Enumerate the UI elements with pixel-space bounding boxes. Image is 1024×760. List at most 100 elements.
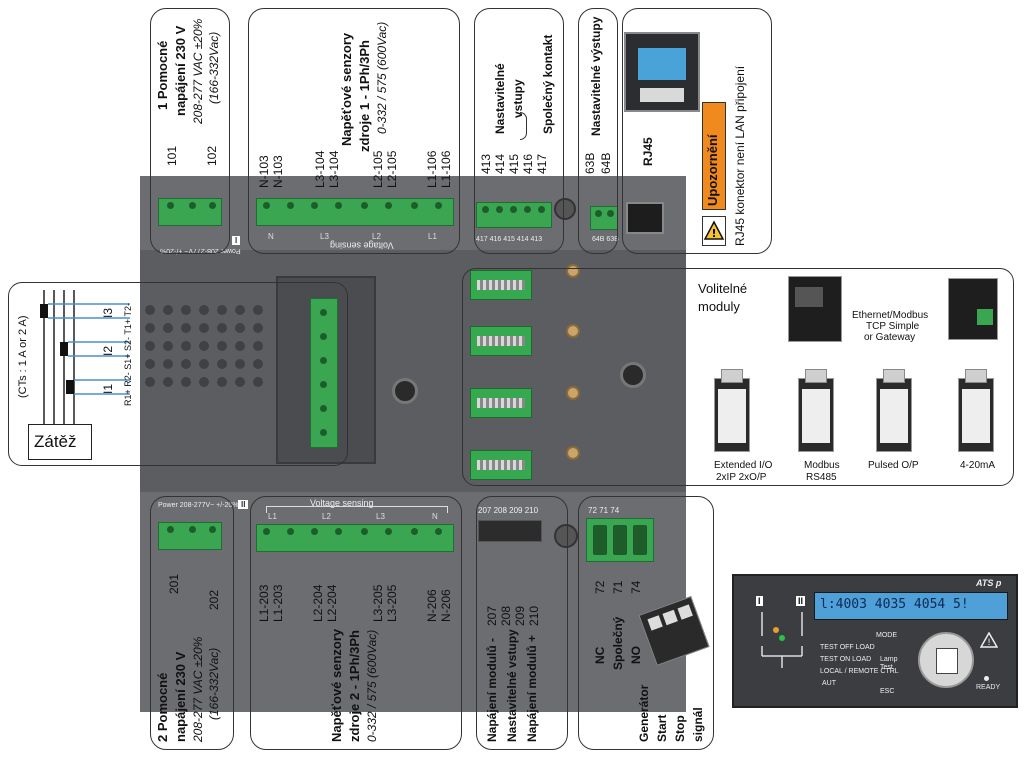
inputs1-label-box bbox=[474, 8, 564, 254]
src2-term-0: L1-203 bbox=[257, 584, 271, 622]
in1-term-414: 414 bbox=[493, 153, 507, 174]
ct-i3-label: I3 bbox=[101, 307, 115, 318]
extended-io-module-image bbox=[714, 369, 750, 452]
gen-term-71: 71 bbox=[611, 580, 625, 594]
in1-common: Společný kontakt bbox=[541, 34, 555, 134]
in1-term-413: 413 bbox=[479, 153, 493, 174]
modules-title-2: moduly bbox=[698, 299, 740, 314]
ats-brand: ATS p bbox=[976, 578, 1002, 588]
pulsed-label: Pulsed O/P bbox=[868, 460, 919, 471]
in1-term-415: 415 bbox=[507, 153, 521, 174]
ethernet-label-1: Ethernet/Modbus bbox=[852, 310, 929, 321]
label-l2-top: L2 bbox=[372, 232, 381, 241]
aux1-label-box bbox=[150, 8, 230, 254]
modules-title-1: Volitelné bbox=[698, 281, 748, 296]
source2-terminal-block bbox=[256, 524, 454, 552]
source2-label-box bbox=[250, 496, 462, 750]
src1-term-0: N-103 bbox=[257, 155, 271, 188]
module-slot-1 bbox=[470, 270, 532, 300]
ats-lcd-text: l:4003 4035 4054 5! bbox=[820, 597, 969, 612]
roman-i-label: I bbox=[232, 236, 241, 246]
source1-title-2: zdroje 1 - 1Ph/3Ph bbox=[357, 40, 372, 152]
source2-range: 0-332 / 575 (600Vac) bbox=[365, 629, 379, 742]
slot-screw-4 bbox=[566, 446, 580, 460]
ats-esc[interactable]: ESC bbox=[880, 688, 895, 695]
aux2-range: 208-277 VAC ±20% bbox=[191, 636, 205, 742]
generator-relay-terminal bbox=[586, 518, 654, 562]
modules-label-box bbox=[462, 268, 1014, 486]
ats-test-off-load[interactable]: TEST OFF LOAD bbox=[820, 644, 875, 651]
ats-aut[interactable]: AUT bbox=[822, 680, 836, 687]
src1-term-6: L1-106 bbox=[425, 150, 439, 188]
ats-local-remote[interactable]: LOCAL / REMOTE CTRL bbox=[820, 668, 899, 675]
mount-knob-left bbox=[392, 378, 418, 404]
rj45-label-box bbox=[622, 8, 772, 254]
modpwr-208: 208 bbox=[499, 605, 513, 626]
label-l3-bottom: L3 bbox=[376, 512, 385, 521]
src1-term-1: N-103 bbox=[271, 155, 285, 188]
in1-bracket bbox=[520, 112, 527, 140]
ats-switch-1: I bbox=[756, 596, 763, 607]
gen-nc-label: NC bbox=[593, 646, 607, 664]
src2-term-2: L2-204 bbox=[311, 584, 325, 622]
aux2-title-2: napájení 230 V bbox=[173, 651, 188, 742]
label-l1-bottom: L1 bbox=[268, 512, 277, 521]
module-slot-4 bbox=[470, 450, 532, 480]
slot-screw-3 bbox=[566, 386, 580, 400]
slot-screw-2 bbox=[566, 324, 580, 338]
ct-wiring-diagram bbox=[40, 290, 130, 426]
modbus-label: Modbus bbox=[804, 460, 840, 471]
src2-term-6: N-206 bbox=[425, 589, 439, 622]
bottom-input-numbers: 207 208 209 210 bbox=[478, 506, 539, 515]
src1-term-5: L2-105 bbox=[385, 150, 399, 188]
src2-term-1: L1-203 bbox=[271, 584, 285, 622]
modbus-label-2: RS485 bbox=[806, 472, 837, 483]
generator-label-box bbox=[578, 496, 714, 750]
svg-text:!: ! bbox=[987, 638, 991, 648]
warning-badge bbox=[702, 102, 726, 210]
modpwr-plus-label: Napájení modulů + bbox=[525, 634, 539, 742]
src2-term-3: L2-204 bbox=[325, 584, 339, 622]
modpwr-209: 209 bbox=[513, 605, 527, 626]
ats-lamp-test[interactable]: Lamp Test bbox=[880, 656, 898, 672]
ethernet-label-2: TCP Simple bbox=[866, 321, 920, 332]
ats-ready-led bbox=[984, 676, 989, 681]
inputs1-terminal-block bbox=[476, 202, 552, 228]
label-n-bottom: N bbox=[432, 512, 438, 521]
slot-screw-1 bbox=[566, 264, 580, 278]
src1-term-2: L3-104 bbox=[313, 150, 327, 188]
pulsed-output-module-image bbox=[876, 369, 912, 452]
modpwr-207: 207 bbox=[485, 605, 499, 626]
gen-label-4: signál bbox=[691, 707, 705, 742]
ats-keypad[interactable] bbox=[918, 632, 974, 688]
warning-label: Upozornění bbox=[705, 134, 720, 207]
aux1-terminal-102: 102 bbox=[205, 145, 219, 166]
aux2-label-box bbox=[150, 496, 234, 750]
rj45-label: RJ45 bbox=[641, 137, 655, 166]
aux1-range: 208-277 VAC ±20% bbox=[191, 18, 205, 124]
ats-test-on-load[interactable]: TEST ON LOAD bbox=[820, 656, 872, 663]
outputs1-terminal-block bbox=[590, 206, 618, 230]
load-box bbox=[28, 424, 92, 460]
src2-term-4: L3-205 bbox=[371, 584, 385, 622]
aux2-range2: (166-332Vac) bbox=[207, 647, 221, 720]
ct-i2-label: I2 bbox=[101, 345, 115, 356]
panel-thumbnail bbox=[624, 32, 700, 112]
aux2-terminal-201: 201 bbox=[167, 573, 181, 594]
source1-terminal-block bbox=[256, 198, 454, 226]
analog-module-image bbox=[958, 369, 994, 452]
src1-term-7: L1-106 bbox=[439, 150, 453, 188]
ct-terminal-block bbox=[310, 298, 338, 448]
ats-warning-icon: ! bbox=[979, 631, 999, 653]
modpwr-minus-label: Napájení modulů - bbox=[485, 637, 499, 742]
load-label: Zátěž bbox=[34, 432, 77, 451]
gen-label-1: Generátor bbox=[637, 684, 651, 742]
gen-label-2: Start bbox=[655, 714, 669, 742]
ct-i1-label: I1 bbox=[101, 383, 115, 394]
label-l1-top: L1 bbox=[428, 232, 437, 241]
src1-term-3: L3-104 bbox=[327, 150, 341, 188]
mount-knob-right bbox=[620, 362, 646, 388]
ct-terminal-labels: R1+ R2- S1+ S2- T1+ T2- bbox=[123, 303, 133, 406]
mount-screw bbox=[554, 198, 576, 220]
aux1-title-2: napájení 230 V bbox=[173, 25, 188, 116]
